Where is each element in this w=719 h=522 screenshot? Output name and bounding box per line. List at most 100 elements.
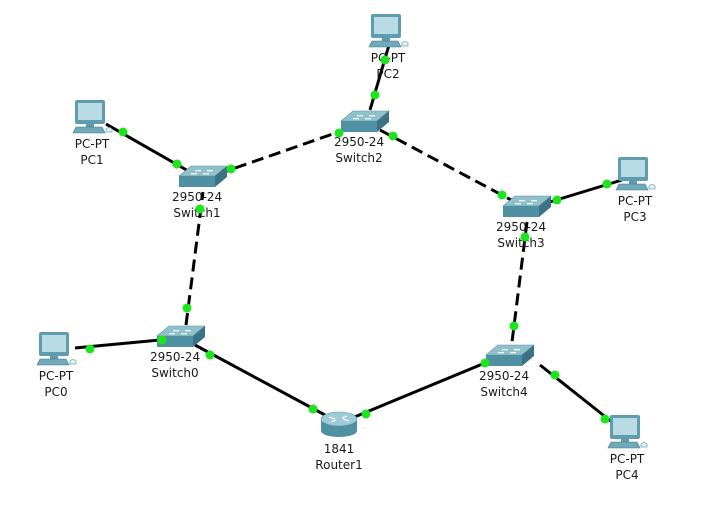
- switch-arrow-mark: [515, 203, 521, 205]
- port-status-indicator-switch2: [388, 131, 398, 141]
- router-top: [320, 411, 358, 427]
- device-pc4[interactable]: PC-PT PC4: [607, 415, 648, 482]
- pc-icon: [72, 100, 113, 134]
- pc-keyboard: [36, 358, 70, 366]
- switch-arrow-mark: [519, 200, 525, 202]
- pc-keyboard: [615, 183, 649, 191]
- switch-side: [377, 111, 389, 132]
- pc-screen: [613, 418, 637, 435]
- port-status-indicator-switch1: [226, 164, 236, 174]
- devices-layer: PC-PTPC0PC-PTPC1PC-PTPC2PC-PTPC3PC-PTPC4…: [36, 14, 656, 482]
- device-name-label: Switch4: [480, 385, 527, 399]
- device-model-label: 2950-24: [172, 190, 222, 204]
- switch-arrow-mark: [531, 200, 537, 202]
- device-model-label: 2950-24: [334, 135, 384, 149]
- switch-arrow-mark: [510, 352, 516, 354]
- port-status-indicator-pc3: [602, 179, 612, 189]
- device-name-label: PC2: [376, 67, 399, 81]
- port-status-indicator-switch4: [509, 321, 519, 331]
- pc-stand: [621, 439, 629, 442]
- pc-keyboard: [607, 441, 641, 449]
- port-status-indicator-switch1: [195, 204, 205, 214]
- switch-arrow-mark: [353, 118, 359, 120]
- port-status-indicator-router1: [308, 404, 318, 414]
- router-base: [321, 425, 357, 437]
- pc-stand: [50, 356, 58, 359]
- device-model-label: PC-PT: [610, 452, 645, 466]
- port-status-indicator-switch3: [520, 232, 530, 242]
- pc-mouse: [401, 41, 409, 47]
- switch-arrow-mark: [207, 170, 213, 172]
- port-status-indicator-pc1: [118, 127, 128, 137]
- device-name-label: Router1: [315, 458, 362, 472]
- switch-arrow-mark: [185, 330, 191, 332]
- device-name-label: Switch1: [173, 206, 220, 220]
- device-pc1[interactable]: PC-PT PC1: [72, 100, 113, 167]
- device-pc0[interactable]: PC-PT PC0: [36, 332, 77, 399]
- pc-screen: [78, 103, 102, 120]
- pc-keyboard: [72, 126, 106, 134]
- switch-icon: [485, 344, 535, 366]
- ports-layer: [85, 55, 612, 424]
- device-model-label: PC-PT: [39, 369, 74, 383]
- pc-icon: [615, 157, 656, 191]
- device-model-label: 2950-24: [479, 369, 529, 383]
- link-router1-switch4[interactable]: [351, 356, 498, 420]
- switch-arrow-mark: [369, 115, 375, 117]
- device-name-label: Switch3: [497, 236, 544, 250]
- device-name-label: PC1: [80, 153, 103, 167]
- switch-side: [522, 345, 534, 366]
- switch-arrow-mark: [357, 115, 363, 117]
- port-status-indicator-switch3: [552, 195, 562, 205]
- device-pc3[interactable]: PC-PT PC3: [615, 157, 656, 224]
- switch-icon: [502, 195, 552, 217]
- port-status-indicator-pc2: [380, 55, 390, 65]
- switch-arrow-mark: [203, 173, 209, 175]
- router-icon: [320, 411, 358, 437]
- port-status-indicator-switch2: [370, 90, 380, 100]
- device-model-label: PC-PT: [618, 194, 653, 208]
- device-name-label: PC3: [623, 210, 646, 224]
- switch-front: [179, 176, 215, 187]
- port-status-indicator-switch4: [550, 370, 560, 380]
- pc-screen: [374, 17, 398, 34]
- pc-stand: [86, 124, 94, 127]
- port-status-indicator-switch4: [480, 358, 490, 368]
- link-switch0-router1[interactable]: [194, 343, 326, 417]
- port-status-indicator-switch0: [157, 335, 167, 345]
- port-status-indicator-pc0: [85, 344, 95, 354]
- port-status-indicator-switch3: [497, 190, 507, 200]
- switch-front: [503, 206, 539, 217]
- switch-side: [539, 196, 551, 217]
- device-model-label: 2950-24: [150, 350, 200, 364]
- link-switch0-switch1[interactable]: [184, 191, 205, 326]
- device-model-label: PC-PT: [75, 137, 110, 151]
- device-name-label: Switch2: [335, 151, 382, 165]
- switch-arrow-mark: [365, 118, 371, 120]
- device-name-label: PC0: [44, 385, 67, 399]
- switch-arrow-mark: [498, 352, 504, 354]
- link-switch1-switch2[interactable]: [217, 126, 351, 176]
- pc-mouse: [648, 184, 656, 190]
- device-name-label: PC4: [615, 468, 638, 482]
- switch-front: [341, 121, 377, 132]
- pc-keyboard: [368, 40, 402, 48]
- port-status-indicator-router1: [361, 409, 371, 419]
- link-switch2-switch3[interactable]: [379, 128, 516, 204]
- switch-arrow-mark: [191, 173, 197, 175]
- switch-arrow-mark: [181, 333, 187, 335]
- pc-screen: [621, 160, 645, 177]
- pc-stand: [629, 181, 637, 184]
- switch-front: [486, 355, 522, 366]
- switch-side: [215, 166, 227, 187]
- port-status-indicator-switch1: [172, 159, 182, 169]
- pc-screen: [42, 335, 66, 352]
- switch-arrow-mark: [514, 349, 520, 351]
